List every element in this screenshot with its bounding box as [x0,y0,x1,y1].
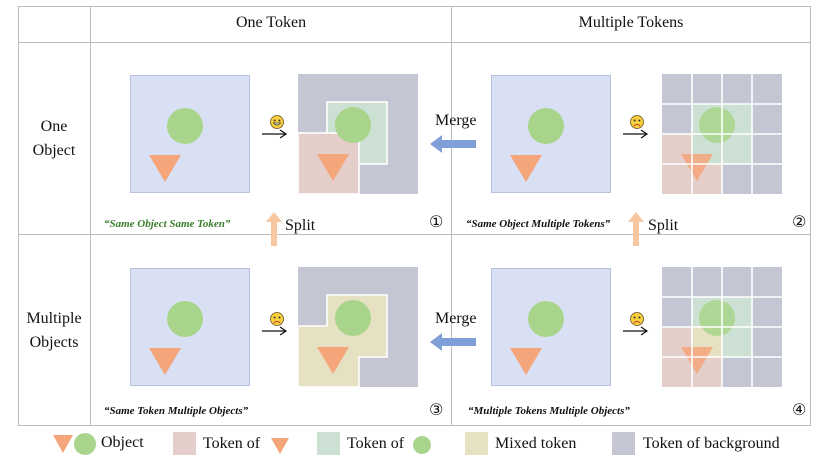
cell4-number: ④ [792,400,807,419]
row-label-one-object-line2: Object [32,142,76,159]
object-triangle [149,348,181,375]
object-circle [335,300,371,336]
object-circle [528,108,564,144]
header-one-token: One Token [235,14,307,31]
legend-object-icon [53,433,96,455]
cell1-input-image [130,75,250,193]
cell4-quote: “Multiple Tokens Multiple Objects” [468,405,630,417]
merge-label-bottom: Merge [435,310,477,327]
object-circle [699,300,735,336]
cell2-number: ② [792,212,807,231]
split-arrow-icon [628,212,644,246]
cell2-token-image [662,74,782,194]
right-arrow-icon [623,326,649,336]
row-label-multiple-objects-line1: Multiple [26,310,82,327]
object-triangle [681,347,713,374]
token-grid [662,74,782,194]
row-label-multiple-objects-line2: Objects [29,334,79,351]
token-grid [662,267,782,387]
object-circle [167,108,203,144]
circle-icon [413,436,431,454]
smiley-happy-icon [270,115,284,129]
triangle-icon [271,438,289,454]
row-label-one-object: One Object [18,115,90,163]
legend-background-label: Token of background [643,435,780,452]
legend-token-circle-swatch [317,432,340,455]
right-arrow-icon [262,129,288,139]
object-circle [528,301,564,337]
smiley-sad-icon [630,312,644,326]
object-triangle [317,154,349,181]
cell3-input-image [130,268,250,386]
cell1-quote: “Same Object Same Token” [104,218,231,230]
object-circle [167,301,203,337]
object-triangle [510,348,542,375]
cell2-input-image [491,75,611,193]
legend-mixed-swatch [465,432,488,455]
smiley-sad-icon [270,312,284,326]
smiley-sad-icon [630,115,644,129]
object-triangle [149,155,181,182]
merge-arrow-icon [430,135,476,153]
cell2-quote: “Same Object Multiple Tokens” [466,218,611,230]
legend-object-label: Object [101,434,144,451]
split-label-right: Split [648,217,679,234]
cell4-input-image [491,268,611,386]
split-label-left: Split [285,217,316,234]
cell3-number: ③ [429,400,444,419]
legend-mixed-label: Mixed token [495,435,577,452]
right-arrow-icon [623,129,649,139]
split-arrow-icon [266,212,282,246]
object-triangle [317,347,349,374]
header-multiple-tokens: Multiple Tokens [578,14,684,31]
object-triangle [681,154,713,181]
object-circle [699,107,735,143]
right-arrow-icon [262,326,288,336]
cell3-token-image [298,267,418,387]
object-triangle [510,155,542,182]
legend-token-triangle-swatch [173,432,196,455]
merge-arrow-icon [430,333,476,351]
merge-label-top: Merge [435,112,477,129]
legend-token-circle-label: Token of [347,435,405,452]
cell1-token-image [298,74,418,194]
cell4-token-image [662,267,782,387]
row-label-multiple-objects: Multiple Objects [18,307,90,355]
object-circle [335,107,371,143]
legend-token-triangle-label: Token of [203,435,261,452]
cell3-quote: “Same Token Multiple Objects” [104,405,249,417]
row-label-one-object-line1: One [40,118,68,135]
cell1-number: ① [429,212,444,231]
legend-background-swatch [612,432,635,455]
